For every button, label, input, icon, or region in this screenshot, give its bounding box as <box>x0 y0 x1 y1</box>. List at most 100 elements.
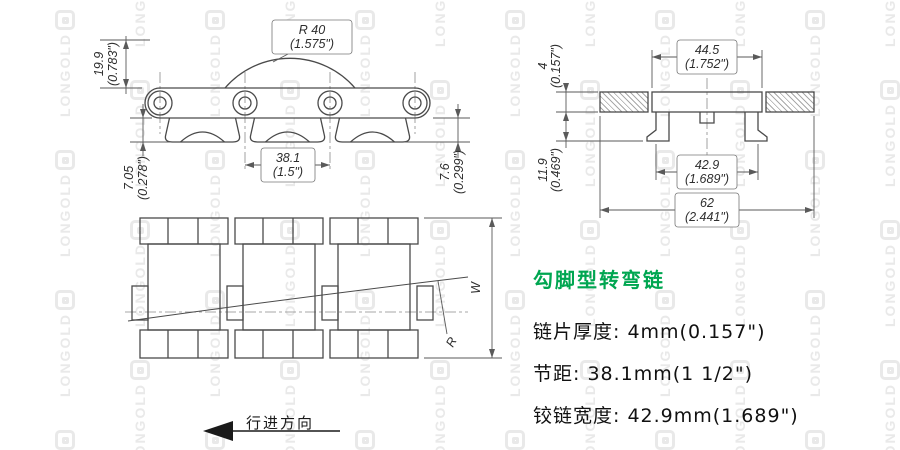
dim-belt-width-label: W <box>469 281 483 294</box>
watermark-tile: LONGOLD <box>880 80 900 187</box>
direction-of-travel-label: 行进方向 <box>246 415 315 432</box>
dim-edge-mm: 7.6 <box>438 163 452 180</box>
hook-feet <box>164 117 411 143</box>
hinge-tabs <box>131 285 434 321</box>
plan-view-geometry <box>127 217 469 359</box>
watermark-logo-icon <box>505 150 525 170</box>
watermark-tile: LONGOLD <box>505 150 525 257</box>
product-spec-panel: 勾脚型转弯链 链片厚度: 4mm(0.157") 节距: 38.1mm(1 1/… <box>533 264 883 445</box>
watermark-logo-icon <box>55 150 75 170</box>
watermark-logo-icon <box>805 430 825 450</box>
watermark-tile: LONGOLD <box>205 150 225 257</box>
watermark-tile: LONGOLD <box>805 10 825 117</box>
section-leg-right <box>744 112 768 142</box>
section-view-geometry <box>599 91 815 142</box>
dim-thickness-mm: 4 <box>536 62 550 69</box>
dim-hingewidth-mm: 42.9 <box>695 158 719 172</box>
watermark-tile: LONGOLD <box>55 150 75 257</box>
watermark-tile: LONGOLD <box>880 360 900 450</box>
watermark-logo-icon <box>880 220 900 240</box>
section-leg-left <box>646 112 670 142</box>
watermark-logo-icon <box>205 10 225 30</box>
watermark-tile: LONGOLD <box>355 430 375 450</box>
section-wing-right <box>765 91 815 113</box>
dim-secheight-in: (0.469") <box>549 148 563 192</box>
dim-label-box <box>271 19 353 55</box>
watermark-tile: LONGOLD <box>205 10 225 117</box>
dim-secheight-mm: 11.9 <box>536 158 550 181</box>
dim-radius-mm: R 40 <box>299 23 325 37</box>
section-hatch-right <box>766 92 814 112</box>
spec-line-pitch: 节距: 38.1mm(1 1/2") <box>533 363 754 385</box>
direction-arrow <box>203 421 340 441</box>
section-hatch-left <box>600 92 648 112</box>
watermark-logo-icon <box>55 290 75 310</box>
watermark-tile: LONGOLD <box>580 220 600 327</box>
section-wing-left <box>599 91 649 113</box>
dim-hingewidth-in: (1.689") <box>685 172 729 186</box>
watermark-logo-icon <box>130 360 150 380</box>
plan-view-dimensions: W R <box>424 217 502 359</box>
watermark-logo-icon <box>505 430 525 450</box>
watermark-logo-icon <box>730 360 750 380</box>
watermark-tile: LONGOLD <box>355 290 375 397</box>
watermark-logo-icon <box>655 150 675 170</box>
watermark-tile: LONGOLD <box>730 220 750 327</box>
watermark-tile: LONGOLD <box>355 150 375 257</box>
watermark-tile: LONGOLD <box>55 290 75 397</box>
dim-overall-in: (2.441") <box>685 210 729 224</box>
watermark-logo-icon <box>655 430 675 450</box>
watermark-tile: LONGOLD <box>430 80 450 187</box>
watermark-logo-icon <box>205 290 225 310</box>
watermark-logo-icon <box>730 220 750 240</box>
watermark-logo-icon <box>355 150 375 170</box>
watermark-logo-icon <box>55 430 75 450</box>
watermark-logo-icon <box>355 10 375 30</box>
dim-height-mm: 19.9 <box>92 52 106 76</box>
pin-holes <box>147 90 428 116</box>
direction-arrowhead-icon <box>203 421 233 441</box>
watermark-logo-icon <box>505 10 525 30</box>
dim-label-box <box>676 39 738 75</box>
section-top-plate <box>651 91 763 113</box>
dim-radius-in: (1.575") <box>290 37 334 51</box>
watermark-tile: LONGOLD <box>430 220 450 327</box>
watermark-logo-icon <box>805 10 825 30</box>
watermark-tile: LONGOLD <box>430 360 450 450</box>
section-view-dimensions: 44.5 (1.752") 4 (0.157") 11.9 (0.469") 4… <box>536 39 815 228</box>
dim-foot-mm: 7.05 <box>122 166 136 190</box>
watermark-logo-icon <box>430 80 450 100</box>
side-view-dimensions: R 40 (1.575") 19.9 (0.783") 7.05 (0.278"… <box>92 19 470 200</box>
dim-height-in: (0.783") <box>106 42 120 86</box>
watermark-tile: LONGOLD <box>880 220 900 327</box>
turning-curve <box>127 276 469 322</box>
watermark-tile: LONGOLD <box>505 430 525 450</box>
chain-plate-outline <box>144 87 431 119</box>
watermark-tile: LONGOLD <box>805 430 825 450</box>
side-view-geometry <box>144 57 431 143</box>
watermark-tile: LONGOLD <box>655 290 675 397</box>
dim-pitch-mm: 38.1 <box>276 151 300 165</box>
watermark-logo-icon <box>280 220 300 240</box>
watermark-logo-icon <box>805 290 825 310</box>
watermark-tile: LONGOLD <box>730 360 750 450</box>
dim-edge-in: (0.299") <box>452 150 466 194</box>
watermark-logo-icon <box>205 150 225 170</box>
watermark-tile: LONGOLD <box>280 360 300 450</box>
watermark-logo-icon <box>880 80 900 100</box>
watermark-logo-icon <box>280 360 300 380</box>
watermark-tile: LONGOLD <box>505 290 525 397</box>
watermark-tile: LONGOLD <box>505 10 525 117</box>
dim-topwidth-in: (1.752") <box>685 57 729 71</box>
side-view-centerlines <box>159 72 416 172</box>
watermark-tile: LONGOLD <box>205 290 225 397</box>
watermark-tile: LONGOLD <box>280 220 300 327</box>
turn-radius-arc <box>224 57 356 89</box>
dim-overall-mm: 62 <box>700 196 714 210</box>
watermark-logo-icon <box>430 220 450 240</box>
watermark-logo-icon <box>430 360 450 380</box>
dim-pitch-in: (1.5") <box>273 165 303 179</box>
watermark-tile: LONGOLD <box>130 360 150 450</box>
